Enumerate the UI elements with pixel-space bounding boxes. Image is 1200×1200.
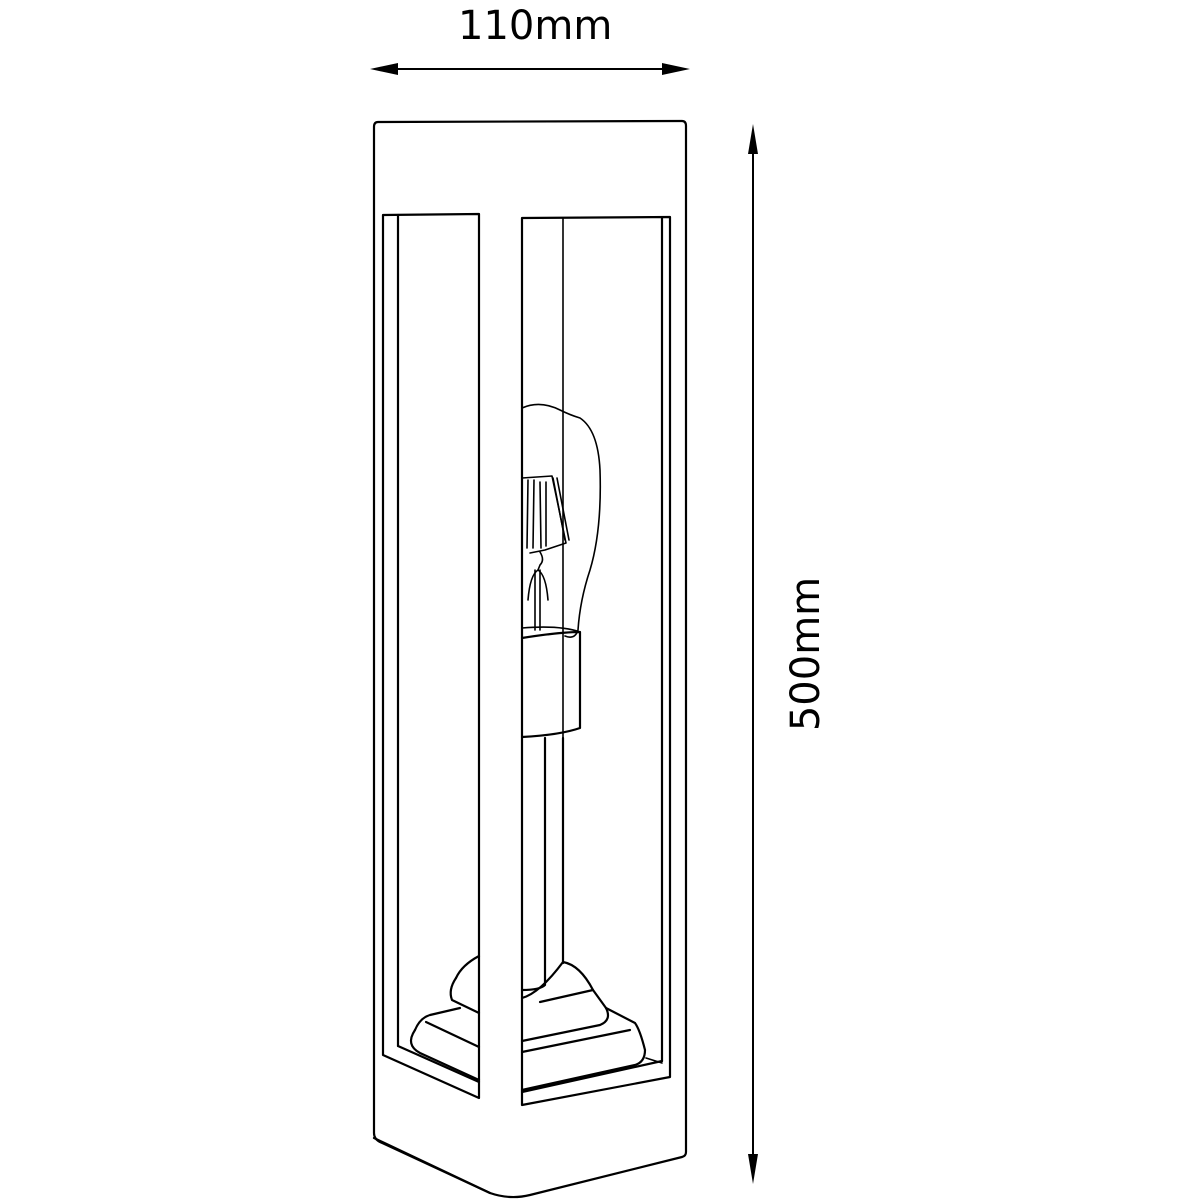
width-dimension-label: 110mm — [458, 3, 613, 49]
bulb-socket — [520, 626, 582, 739]
right-glass-panel — [520, 215, 672, 1107]
lantern-housing — [372, 119, 688, 1199]
left-glass-panel — [381, 212, 481, 1100]
width-dimension-arrow — [370, 63, 690, 75]
lamp-base — [409, 954, 647, 1092]
height-dimension-arrow — [748, 124, 758, 1184]
lamp-stem — [520, 736, 565, 992]
filament-bulb — [521, 403, 602, 638]
